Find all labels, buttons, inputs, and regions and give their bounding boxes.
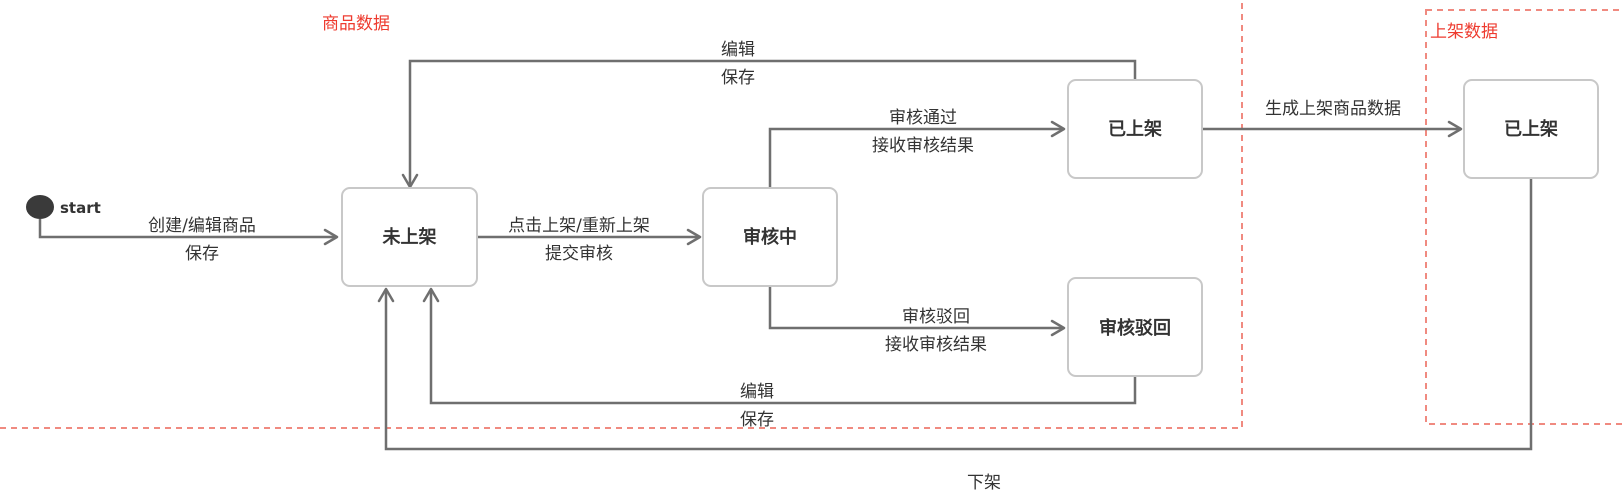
edge-approve-label-1: 审核通过: [889, 108, 957, 128]
region-listed-label: 上架数据: [1430, 22, 1498, 42]
edge-reject-label-2: 接收审核结果: [885, 335, 987, 355]
state-listed-data[interactable]: 已上架: [1463, 79, 1599, 179]
region-product-data: [0, 0, 1243, 429]
region-product-label: 商品数据: [322, 14, 390, 34]
start-node: [26, 195, 54, 219]
edge-reject: [768, 287, 1066, 337]
edge-edit-bottom-label-1: 编辑: [740, 382, 774, 402]
edge-approve: [768, 120, 1066, 187]
state-unlisted[interactable]: 未上架: [341, 187, 478, 287]
state-rejected-label: 审核驳回: [1099, 317, 1171, 339]
edge-create: [38, 219, 339, 246]
state-reviewing-label: 审核中: [743, 226, 797, 248]
region-listed-data: [1425, 9, 1622, 425]
edge-generate-label: 生成上架商品数据: [1265, 99, 1401, 119]
state-unlisted-label: 未上架: [383, 226, 437, 248]
edge-submit-label-1: 点击上架/重新上架: [508, 216, 650, 236]
edge-submit-label-2: 提交审核: [545, 244, 613, 264]
edge-approve-label-2: 接收审核结果: [872, 136, 974, 156]
edge-edit-top-label-1: 编辑: [721, 40, 755, 60]
edge-edit-bottom: [422, 287, 1137, 405]
edge-edit-bottom-label-2: 保存: [740, 410, 774, 430]
edge-submit: [477, 228, 702, 246]
edge-edit-top-label-2: 保存: [721, 68, 755, 88]
edge-delist-label: 下架: [967, 473, 1001, 493]
edge-reject-label-1: 审核驳回: [902, 307, 970, 327]
start-label: start: [60, 199, 101, 217]
state-listed-label: 已上架: [1108, 118, 1162, 140]
state-rejected[interactable]: 审核驳回: [1067, 277, 1203, 377]
state-listed-data-label: 已上架: [1504, 118, 1558, 140]
edge-generate: [1202, 120, 1463, 138]
edge-create-label-1: 创建/编辑商品: [148, 216, 256, 236]
state-listed[interactable]: 已上架: [1067, 79, 1203, 179]
edge-delist: [377, 178, 1533, 451]
edge-create-label-2: 保存: [185, 244, 219, 264]
state-reviewing[interactable]: 审核中: [702, 187, 838, 287]
